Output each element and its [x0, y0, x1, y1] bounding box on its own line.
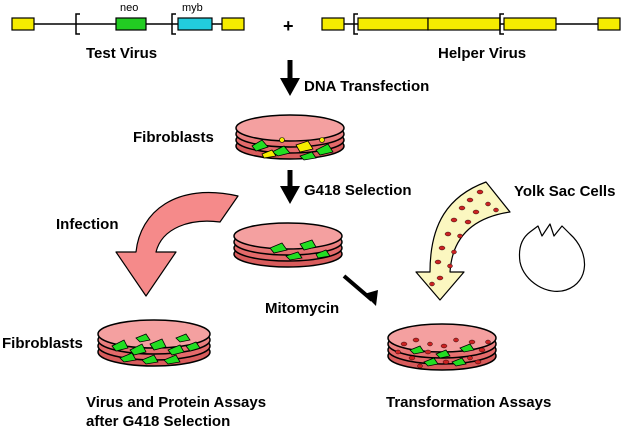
- dish-transfected: [235, 114, 345, 161]
- infection-label: Infection: [56, 216, 119, 233]
- mitomycin-label: Mitomycin: [265, 300, 339, 317]
- transfection-arrow: [280, 60, 300, 96]
- infection-arrow: [115, 191, 239, 297]
- helper-gag-box: [357, 17, 429, 31]
- cell-group-green-transformation: [409, 343, 475, 367]
- fibroblasts-top-label: Fibroblasts: [133, 129, 214, 146]
- dna-transfection-label: DNA Transfection: [304, 78, 429, 95]
- cell-group-red-transformation: [395, 337, 491, 369]
- dish-infected: [97, 319, 211, 367]
- test-virus-construct: neo myb Test Virus: [11, 2, 245, 62]
- fibroblasts-bottom-label: Fibroblasts: [2, 335, 83, 352]
- g418-selection-label: G418 Selection: [304, 182, 412, 199]
- cell-group-selected: [269, 239, 331, 261]
- cell-group-transfected: [251, 137, 334, 161]
- egg-icon: [518, 223, 586, 292]
- plus-sign: +: [283, 16, 294, 36]
- cell-group-infected: [111, 333, 201, 365]
- virus-protein-assays-label-line2: after G418 Selection: [86, 413, 230, 430]
- test-virus-ltr-left: [11, 17, 35, 31]
- selection-arrow: [280, 170, 300, 204]
- helper-env-box: [503, 17, 557, 31]
- yolk-sac-cells: [429, 189, 499, 287]
- dish-transformation: [387, 323, 497, 371]
- helper-virus-ltr-left: [321, 17, 345, 31]
- yolk-sac-arrow: [415, 181, 511, 301]
- helper-virus-construct: Helper Virus: [321, 13, 621, 62]
- helper-virus-ltr-right: [597, 17, 621, 31]
- myb-label: myb: [182, 2, 203, 14]
- test-virus-ltr-right: [221, 17, 245, 31]
- myb-gene-box: [177, 17, 213, 31]
- test-virus-label: Test Virus: [86, 45, 157, 62]
- neo-label: neo: [120, 2, 138, 14]
- helper-pol-box: [427, 17, 501, 31]
- mitomycin-arrow: [342, 274, 378, 306]
- helper-virus-label: Helper Virus: [438, 45, 526, 62]
- dish-selected: [233, 222, 343, 268]
- neo-gene-box: [115, 17, 147, 31]
- transformation-assays-label: Transformation Assays: [386, 394, 551, 411]
- yolk-sac-cells-label: Yolk Sac Cells: [514, 183, 615, 200]
- virus-protein-assays-label-line1: Virus and Protein Assays: [86, 394, 266, 411]
